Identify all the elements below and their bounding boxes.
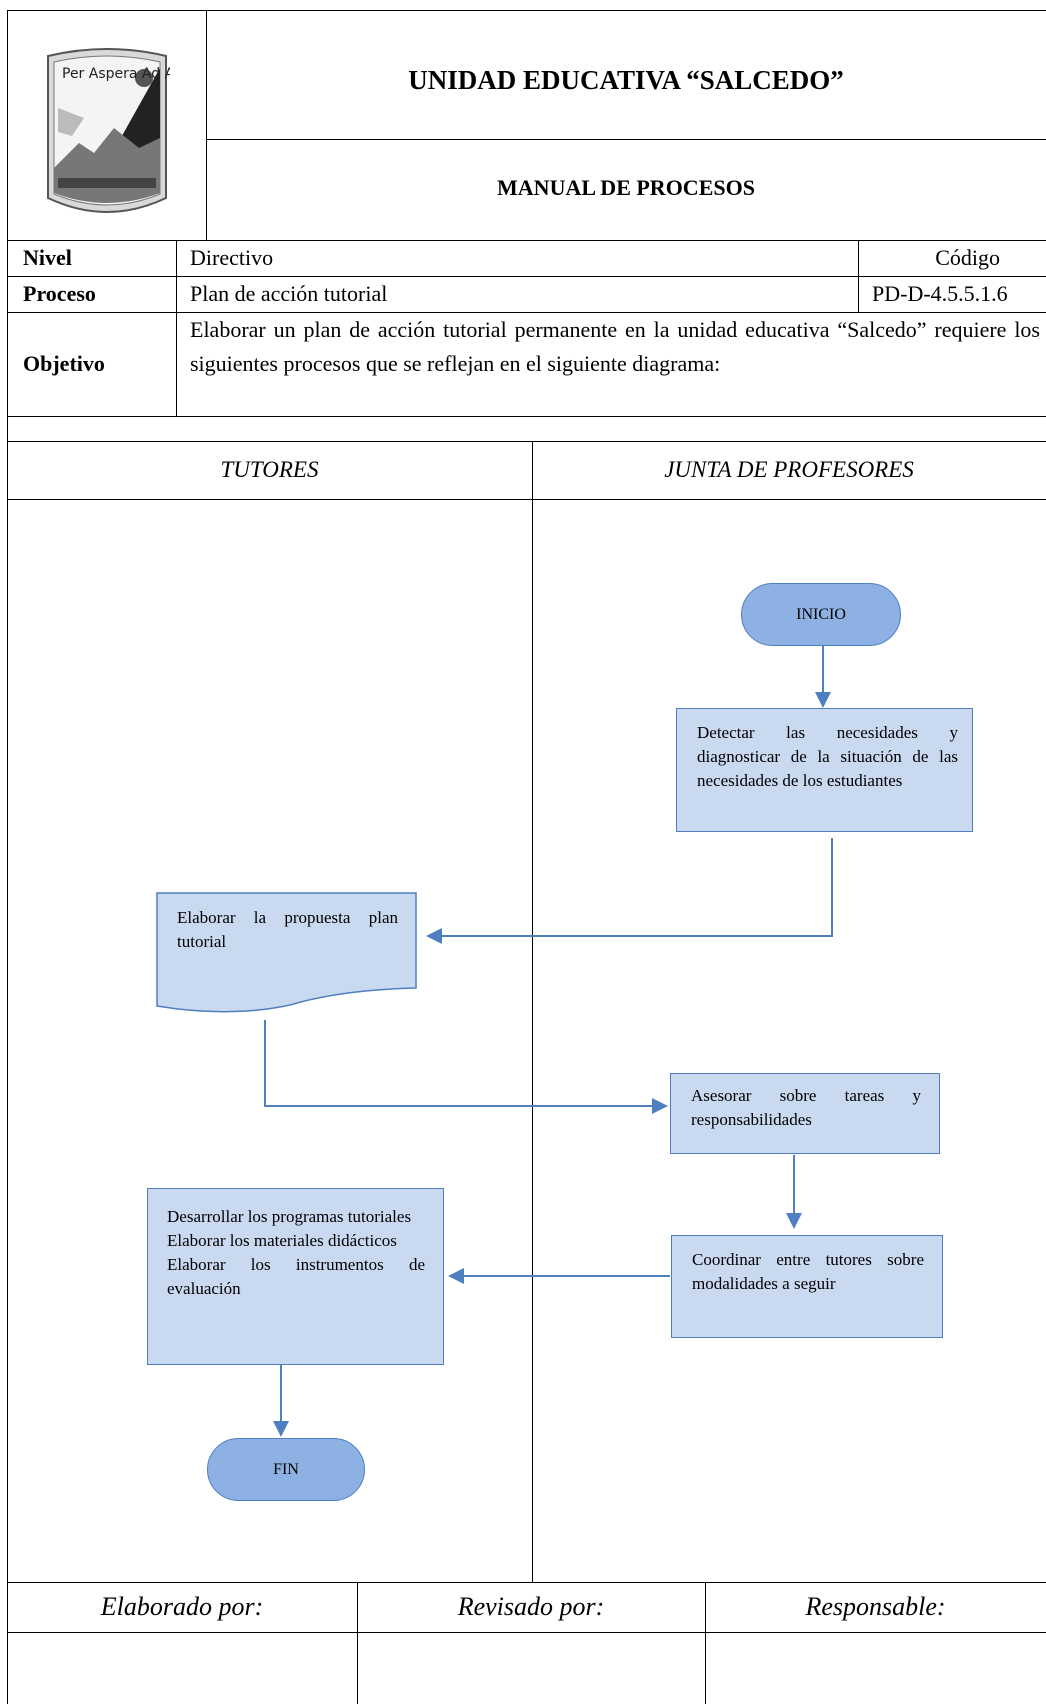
end-terminal: FIN bbox=[207, 1438, 365, 1501]
codigo-label: Código bbox=[935, 245, 1000, 270]
desarrollar-line: Elaborar los instrumentos de evaluación bbox=[167, 1255, 425, 1298]
propuesta-text: Elaborar la propuesta plan tutorial bbox=[177, 908, 398, 951]
arrowhead bbox=[426, 928, 442, 944]
nivel-value: Directivo bbox=[190, 245, 274, 270]
revisado-por-label: Revisado por: bbox=[457, 1592, 605, 1621]
proceso-label: Proceso bbox=[23, 281, 96, 306]
manual-title: MANUAL DE PROCESOS bbox=[497, 175, 755, 200]
arrowhead bbox=[448, 1268, 464, 1284]
detect-needs-box: Detectar las necesidades y diagnosticar … bbox=[676, 708, 973, 832]
arrowhead bbox=[815, 692, 831, 708]
start-terminal: INICIO bbox=[741, 583, 901, 646]
desarrollar-line: Desarrollar los programas tutoriales bbox=[167, 1207, 412, 1226]
responsable-label: Responsable: bbox=[805, 1592, 946, 1621]
desarrollar-line: Elaborar los materiales didácticos bbox=[167, 1231, 397, 1250]
arrowhead bbox=[652, 1098, 668, 1114]
lane-junta-profesores: JUNTA DE PROFESORES bbox=[664, 457, 914, 482]
arrowhead bbox=[786, 1213, 802, 1229]
logo-motto: Per Aspera Ad Astra bbox=[62, 66, 170, 82]
objetivo-value: Elaborar un plan de acción tutorial perm… bbox=[190, 317, 1040, 376]
nivel-label: Nivel bbox=[23, 245, 72, 270]
codigo-value: PD-D-4.5.5.1.6 bbox=[872, 281, 1008, 306]
desarrollar-box: Desarrollar los programas tutoriales Ela… bbox=[147, 1188, 444, 1365]
proceso-value: Plan de acción tutorial bbox=[190, 281, 388, 306]
asesorar-box: Asesorar sobre tareas y responsabilidade… bbox=[670, 1073, 940, 1154]
arrowhead bbox=[273, 1421, 289, 1437]
school-name: UNIDAD EDUCATIVA “SALCEDO” bbox=[408, 64, 844, 95]
school-logo: Per Aspera Ad Astra bbox=[44, 48, 201, 218]
objetivo-label: Objetivo bbox=[23, 351, 105, 376]
lane-tutores: TUTORES bbox=[220, 457, 319, 482]
coordinar-box: Coordinar entre tutores sobre modalidade… bbox=[671, 1235, 943, 1338]
propuesta-shape bbox=[156, 892, 417, 1013]
elaborado-por-label: Elaborado por: bbox=[100, 1592, 264, 1621]
